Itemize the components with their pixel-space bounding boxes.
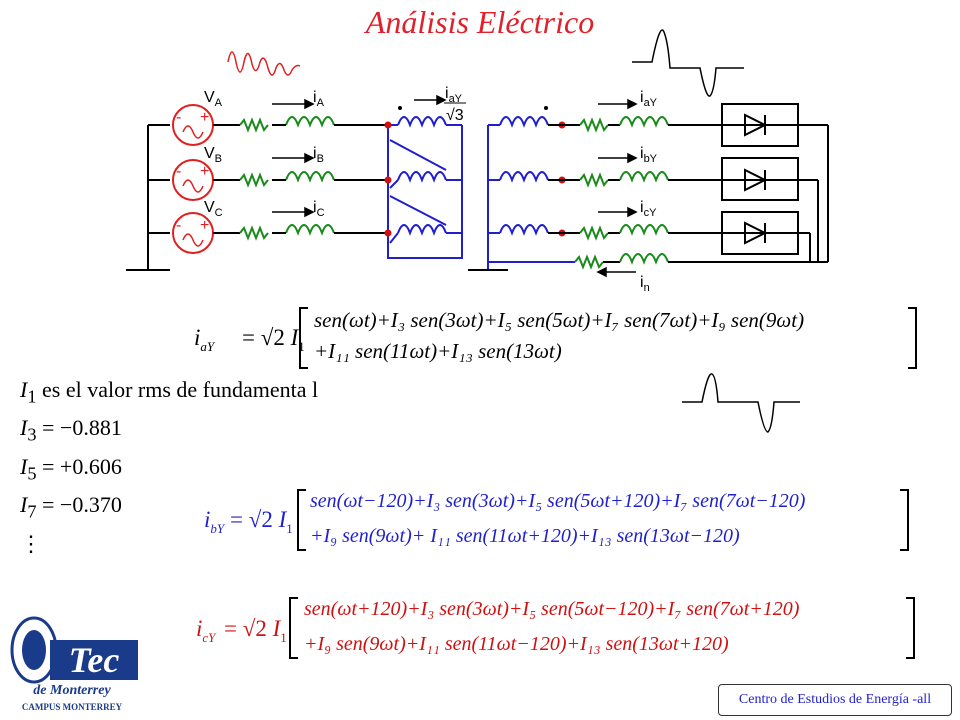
svg-text:sen(ωt−120)+I₃ sen(3ωt)+I₅ sen: sen(ωt−120)+I₃ sen(3ωt)+I₅ sen(5ωt+120)+… <box>310 490 806 512</box>
svg-text:icY: icY <box>196 616 217 645</box>
label-ib: iB <box>313 145 324 165</box>
eq-ia-lhs: iaY <box>194 325 216 354</box>
footer-credit: Centro de Estudios de Energía -all <box>718 684 952 716</box>
svg-text:+I₉ sen(9ωt)+ I₁₁ sen(11ωt+120: +I₉ sen(9ωt)+ I₁₁ sen(11ωt+120)+I₁₃ sen(… <box>310 525 740 547</box>
page-title: Análisis Eléctrico <box>365 4 595 40</box>
source-symbols: - + - + - + <box>176 109 209 234</box>
svg-text:= √2 I1: = √2 I1 <box>224 616 287 645</box>
label-ic: iC <box>313 199 325 219</box>
transformer-primary-delta <box>387 116 463 259</box>
note-i3: I3 = −0.881 <box>20 415 122 445</box>
note-i7: I7 = −0.370 <box>20 492 122 522</box>
transformer-secondary-wye <box>488 116 575 263</box>
pulse-waveform-secondary <box>632 29 744 97</box>
label-in: in <box>640 274 650 294</box>
distorted-waveform-primary <box>227 51 301 76</box>
label-vb: VB <box>204 145 222 165</box>
svg-text:+: + <box>200 217 209 234</box>
label-va: VA <box>204 89 223 109</box>
primary-current-arrows <box>272 98 315 218</box>
secondary-lines <box>574 116 828 270</box>
logo-sub1: de Monterrey <box>33 683 111 698</box>
label-iby: ibY <box>640 145 658 165</box>
note-i5: I5 = +0.606 <box>20 453 122 484</box>
label-sqrt3: √3 <box>446 107 464 124</box>
svg-text:+: + <box>200 163 209 180</box>
pulse-waveform-b <box>682 373 800 433</box>
primary-lines <box>213 116 388 241</box>
svg-text:sen(ωt+120)+I₃ sen(3ωt)+I₅ sen: sen(ωt+120)+I₃ sen(3ωt)+I₅ sen(5ωt−120)+… <box>304 598 800 620</box>
equation-ia: iaY = √2 I1 sen(ωt)+I₃ sen(3ωt)+I₅ sen(5… <box>194 307 917 369</box>
label-ia: iA <box>313 89 325 109</box>
svg-text:-: - <box>176 109 181 126</box>
svg-text:= √2 I1: = √2 I1 <box>242 325 305 354</box>
equation-ic: icY = √2 I1 sen(ωt+120)+I₃ sen(3ωt)+I₅ s… <box>196 597 915 659</box>
note-dots: ⋮ <box>20 530 42 556</box>
ground-left <box>126 124 170 271</box>
harmonic-notes: I1 es el valor rms de fundamenta l I3 = … <box>20 374 318 559</box>
svg-text:+I₉ sen(9ωt)+I₁₁ sen(11ωt−120): +I₉ sen(9ωt)+I₁₁ sen(11ωt−120)+I₁₃ sen(1… <box>304 633 729 655</box>
equation-ib: ibY = √2 I1 sen(ωt−120)+I₃ sen(3ωt)+I₅ s… <box>204 489 909 551</box>
svg-text:-: - <box>176 163 181 180</box>
delta-current-arrow <box>414 94 447 106</box>
transformer-nodes <box>384 121 566 237</box>
note-line1: I1 es el valor rms de fundamenta l <box>20 377 319 407</box>
label-iay: iaY <box>640 89 658 109</box>
polarity-dot-primary <box>398 106 402 110</box>
nonlinear-loads <box>721 103 829 262</box>
svg-text:+I₁₁ sen(11ωt)+I₁₃ sen(13ωt): +I₁₁ sen(11ωt)+I₁₃ sen(13ωt) <box>314 339 562 363</box>
svg-text:= √2 I1: = √2 I1 <box>230 507 293 536</box>
svg-text:+: + <box>200 109 209 126</box>
label-icy: icY <box>640 199 657 219</box>
svg-text:sen(ωt)+I₃ sen(3ωt)+I₅ sen(5ωt: sen(ωt)+I₃ sen(3ωt)+I₅ sen(5ωt)+I₇ sen(7… <box>314 308 804 332</box>
source-sine-glyphs <box>182 125 204 247</box>
tec-logo: Tec de Monterrey CAMPUS MONTERREY <box>10 616 138 712</box>
polarity-dot-secondary <box>544 106 548 110</box>
label-vc: VC <box>204 199 223 219</box>
secondary-wires <box>548 124 580 234</box>
svg-text:-: - <box>176 217 181 234</box>
logo-sub2: CAMPUS MONTERREY <box>22 702 123 712</box>
label-delta-current: iaY <box>445 85 463 105</box>
logo-name: Tec <box>69 640 120 680</box>
secondary-current-arrows <box>596 98 638 278</box>
